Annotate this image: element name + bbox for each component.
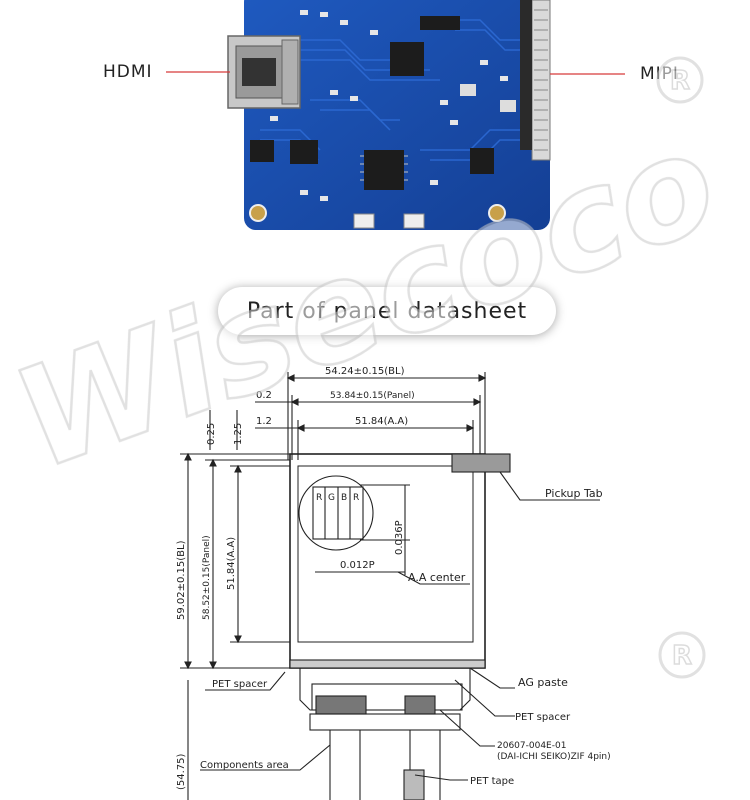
section-title-pill: Part of panel datasheet — [218, 287, 556, 335]
dim-bl-width: 54.24±0.15(BL) — [325, 366, 405, 377]
mount-hole-right — [488, 204, 506, 222]
section-title: Part of panel datasheet — [246, 298, 528, 324]
pixel-letter-3: B — [341, 493, 347, 503]
dim-panel-width: 53.84±0.15(Panel) — [330, 391, 415, 401]
pitch-vertical: 0.036P — [394, 520, 405, 555]
callout-pet-spacer-right: PET spacer — [515, 712, 571, 723]
chip-bridge — [390, 42, 424, 76]
panel-datasheet-drawing: R G B R 54.24±0.15(BL) 0.2 53.84±0.15(Pa… — [176, 366, 611, 800]
dim-panel-height: 58.52±0.15(Panel) — [202, 535, 212, 620]
board-button-2 — [403, 213, 425, 229]
hdmi-label: HDMI — [103, 62, 153, 82]
hdmi-connector — [227, 35, 301, 109]
dim-bl-height: 59.02±0.15(BL) — [176, 540, 187, 620]
mipi-label: MIPI — [640, 64, 679, 84]
pitch-horizontal: 0.012P — [340, 560, 375, 571]
pixel-letter-1: R — [316, 493, 322, 503]
controller-board-image — [166, 0, 625, 230]
pcb-board — [244, 0, 550, 230]
callout-aa-center: A.A center — [408, 571, 466, 584]
dim-025: 0.25 — [206, 423, 217, 445]
board-button-1 — [353, 213, 375, 229]
callout-connector-line1: 20607-004E-01 — [497, 741, 566, 751]
callout-pickup-tab: Pickup Tab — [545, 487, 603, 500]
callout-components-area: Components area — [200, 760, 289, 771]
dim-125: 1.25 — [233, 423, 244, 445]
pixel-letter-4: R — [353, 493, 359, 503]
callout-pet-spacer-left: PET spacer — [212, 679, 268, 690]
chip-main — [364, 150, 404, 190]
dim-aa-height: 51.84(A.A) — [226, 537, 237, 590]
dim-offset-02: 0.2 — [256, 390, 272, 401]
callout-pet-tape: PET tape — [470, 776, 514, 787]
callout-ag-paste: AG paste — [518, 676, 568, 689]
mount-hole-left — [249, 204, 267, 222]
callout-connector-line2: (DAI-ICHI SEIKO)ZIF 4pin) — [497, 752, 611, 762]
dim-5475: (54.75) — [176, 753, 187, 790]
dim-aa-width: 51.84(A.A) — [355, 416, 408, 427]
dim-offset-12: 1.2 — [256, 416, 272, 427]
pixel-letter-2: G — [328, 493, 335, 503]
